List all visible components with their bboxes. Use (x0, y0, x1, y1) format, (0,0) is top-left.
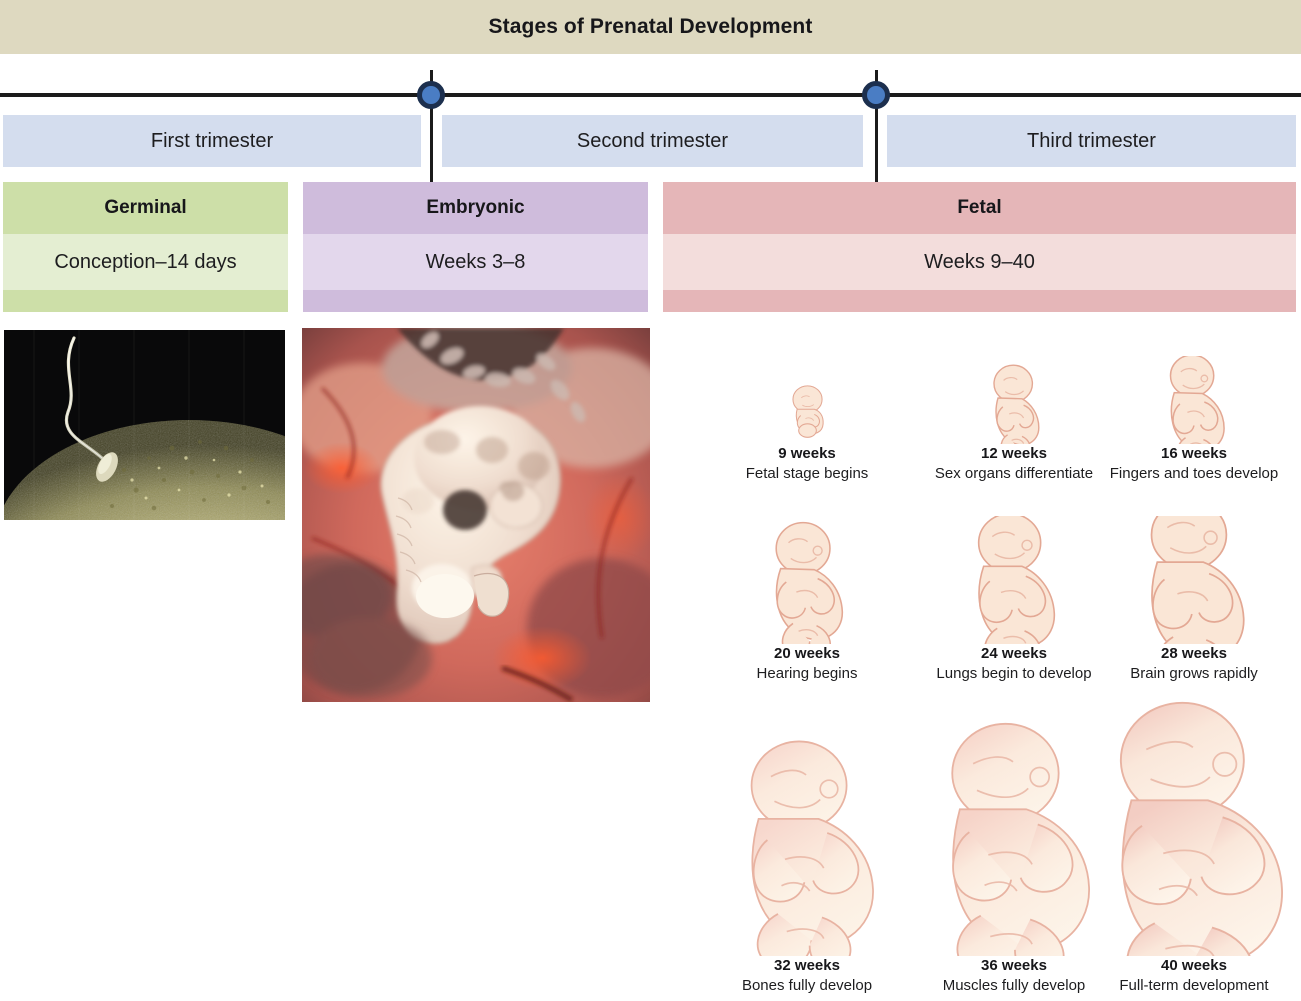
fetal-desc-label: Hearing begins (756, 665, 858, 683)
trimester-label-third: Third trimester (1027, 129, 1156, 152)
fetal-milestone-20-weeks: 20 weeks Hearing begins (702, 516, 912, 685)
fetal-desc-label: Fingers and toes develop (1109, 465, 1279, 483)
stage-name-fetal: Fetal (663, 182, 1296, 234)
trimester-label-first: First trimester (150, 129, 274, 152)
fetus-illustration-9-weeks (702, 356, 912, 444)
fetal-milestone-40-weeks: 40 weeks Full-term development (1087, 698, 1301, 997)
fetal-desc-label: Lungs begin to develop (936, 665, 1092, 683)
stage-range-embryonic: Weeks 3–8 (303, 234, 648, 290)
fetus-illustration-16-weeks (1087, 354, 1301, 464)
timeline-marker-icon-1 (417, 81, 445, 109)
fetal-week-label: 20 weeks (774, 645, 840, 662)
fetal-milestone-24-weeks: 24 weeks Lungs begin to develop (909, 512, 1119, 685)
page-title: Stages of Prenatal Development (488, 15, 813, 38)
fetal-milestone-16-weeks: 16 weeks Fingers and toes develop (1087, 354, 1301, 485)
timeline-divider-line-2 (875, 70, 878, 190)
fetal-milestone-12-weeks: 12 weeks Sex organs differentiate (909, 356, 1119, 485)
fetal-desc-label: Brain grows rapidly (1130, 665, 1258, 683)
timeline-marker-icon-2 (862, 81, 890, 109)
fetus-illustration-28-weeks (1087, 499, 1301, 682)
fetal-desc-label: Full-term development (1119, 977, 1269, 995)
trimester-bar-second: Second trimester (442, 115, 863, 167)
trimester-bar-first: First trimester (3, 115, 421, 167)
stage-name-embryonic: Embryonic (303, 182, 648, 234)
fetal-week-label: 16 weeks (1161, 445, 1227, 462)
fetal-milestone-36-weeks: 36 weeks Muscles fully develop (909, 704, 1119, 997)
human-embryo-photo (302, 328, 650, 702)
stage-footer-germinal (3, 290, 288, 312)
fetus-illustration-20-weeks (702, 516, 912, 656)
stage-range-fetal: Weeks 9–40 (663, 234, 1296, 290)
fetus-illustration-40-weeks (1087, 698, 1301, 995)
fetal-week-label: 24 weeks (981, 645, 1047, 662)
fetal-desc-label: Fetal stage begins (745, 465, 869, 483)
trimester-bar-third: Third trimester (887, 115, 1296, 167)
stage-range-germinal: Conception–14 days (3, 234, 288, 290)
fetal-week-label: 36 weeks (981, 957, 1047, 974)
fetal-desc-label: Bones fully develop (741, 977, 873, 995)
fetal-milestone-32-weeks: 32 weeks Bones fully develop (702, 714, 912, 997)
fetal-desc-label: Muscles fully develop (942, 977, 1086, 995)
timeline-divider-line-1 (430, 70, 433, 190)
fetal-week-label: 12 weeks (981, 445, 1047, 462)
stage-footer-embryonic (303, 290, 648, 312)
fetus-illustration-32-weeks (702, 714, 912, 970)
fetal-milestone-9-weeks: 9 weeks Fetal stage begins (702, 356, 912, 485)
fetal-week-label: 28 weeks (1161, 645, 1227, 662)
fetus-illustration-24-weeks (909, 512, 1119, 666)
stage-box-fetal: Fetal Weeks 9–40 (663, 182, 1296, 312)
stage-footer-fetal (663, 290, 1296, 312)
timeline-axis (0, 93, 1301, 97)
fetal-milestones-grid: 9 weeks Fetal stage begins (655, 326, 1301, 1001)
stage-box-embryonic: Embryonic Weeks 3–8 (303, 182, 648, 312)
stage-box-germinal: Germinal Conception–14 days (3, 182, 288, 312)
stage-name-germinal: Germinal (3, 182, 288, 234)
fetal-week-label: 40 weeks (1161, 957, 1227, 974)
trimester-label-second: Second trimester (576, 129, 729, 152)
fetal-milestone-28-weeks: 28 weeks Brain grows rapidly (1087, 499, 1301, 685)
fetal-desc-label: Sex organs differentiate (934, 465, 1094, 483)
fetal-week-label: 32 weeks (774, 957, 840, 974)
sperm-fertilizing-egg-photo (4, 330, 285, 520)
title-bar: Stages of Prenatal Development (0, 0, 1301, 54)
fetal-week-label: 9 weeks (778, 445, 836, 462)
